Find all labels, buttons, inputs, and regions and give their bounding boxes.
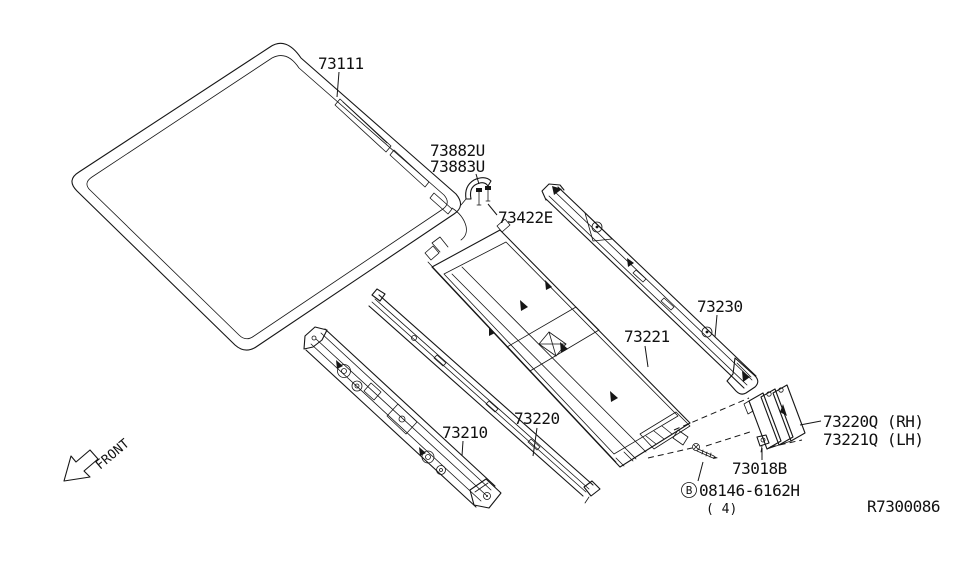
side-rail-drawing	[541, 183, 759, 395]
part-label-roof-panel: 73111	[318, 54, 364, 73]
assembly-dashed-lines	[647, 397, 803, 459]
front-arrow: FRONT	[63, 436, 133, 482]
part-label-bracket-lh: 73221Q (LH)	[823, 430, 923, 449]
front-label: FRONT	[93, 436, 133, 473]
part-label-side-rail: 73230	[697, 297, 743, 316]
bolt-marker-letter: B	[686, 484, 693, 497]
roof-bow-73220-drawing	[368, 288, 601, 504]
sunroof-frame-drawing	[424, 218, 691, 468]
mount-bracket-drawing	[743, 384, 806, 450]
part-label-bow-center: 73220	[514, 409, 560, 428]
part-label-nut: 73018B	[732, 459, 787, 478]
part-labels: 73111 73882U 73883U 73422E 73230 73221 7…	[318, 54, 941, 517]
part-label-bracket-rh: 73220Q (RH)	[823, 412, 923, 431]
bolt-marker-circle	[681, 482, 697, 498]
part-label-clip-a: 73882U	[430, 141, 485, 160]
part-label-screw: 73422E	[498, 208, 553, 227]
part-label-frame: 73221	[624, 327, 670, 346]
part-label-bolt: 08146-6162H	[699, 481, 799, 500]
drawing-ref-code: R7300086	[867, 497, 940, 516]
leader-lines	[336, 71, 822, 482]
part-label-bolt-qty: ( 4)	[706, 502, 737, 517]
screws-drawing	[476, 186, 491, 206]
bolt-drawing	[692, 443, 718, 459]
roof-bow-73210-drawing	[303, 326, 502, 509]
part-label-bow-front: 73210	[442, 423, 488, 442]
part-label-clip-b: 73883U	[430, 157, 485, 176]
roof-panel-drawing	[71, 42, 467, 351]
